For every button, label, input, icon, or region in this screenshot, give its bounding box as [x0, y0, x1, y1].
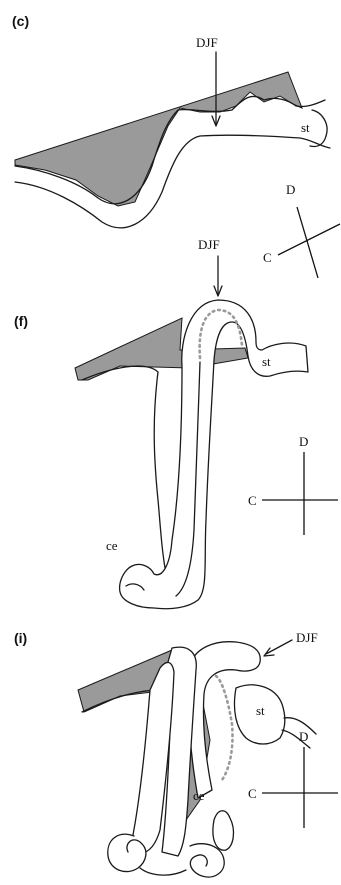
panel-i-coil-bridge — [140, 868, 186, 875]
panel-c: (c) st DJF D C — [12, 13, 340, 278]
panel-c-axis-c — [278, 224, 340, 255]
panel-c-orientation-axes: D C — [263, 182, 340, 278]
panel-i: (i) st ce DJF D C — [14, 630, 338, 877]
panel-i-dotted-mucosa — [216, 676, 233, 780]
panel-i-axis-d-label: D — [299, 729, 308, 744]
panel-f-axis-c-label: C — [248, 493, 257, 508]
panel-c-label: (c) — [12, 13, 29, 29]
panel-c-axis-c-label: C — [263, 250, 272, 265]
panel-f-djf-label: DJF — [198, 237, 220, 252]
panel-i-ce-label: ce — [193, 788, 205, 803]
panel-f-outer-wall — [82, 366, 168, 582]
panel-f: (f) st ce DJF D C — [14, 237, 338, 609]
panel-i-label: (i) — [14, 630, 27, 646]
panel-f-ce-label: ce — [106, 538, 118, 553]
panel-i-caecum — [213, 811, 234, 851]
panel-c-shaded-region — [15, 72, 302, 206]
panel-i-djf-arrow-shaft — [266, 640, 292, 654]
panel-f-axis-d-label: D — [299, 434, 308, 449]
panel-i-st-label: st — [256, 703, 265, 718]
panel-i-axis-c-label: C — [248, 786, 257, 801]
panel-c-djf-label: DJF — [196, 35, 218, 50]
panel-c-st-label: st — [301, 120, 310, 135]
panel-c-axis-d-label: D — [286, 182, 295, 197]
panel-i-djf-label: DJF — [296, 630, 318, 645]
panel-f-label: (f) — [14, 313, 28, 329]
panel-f-orientation-axes: D C — [248, 434, 338, 535]
panel-c-axis-d — [297, 207, 318, 278]
panel-f-st-label: st — [262, 354, 271, 369]
